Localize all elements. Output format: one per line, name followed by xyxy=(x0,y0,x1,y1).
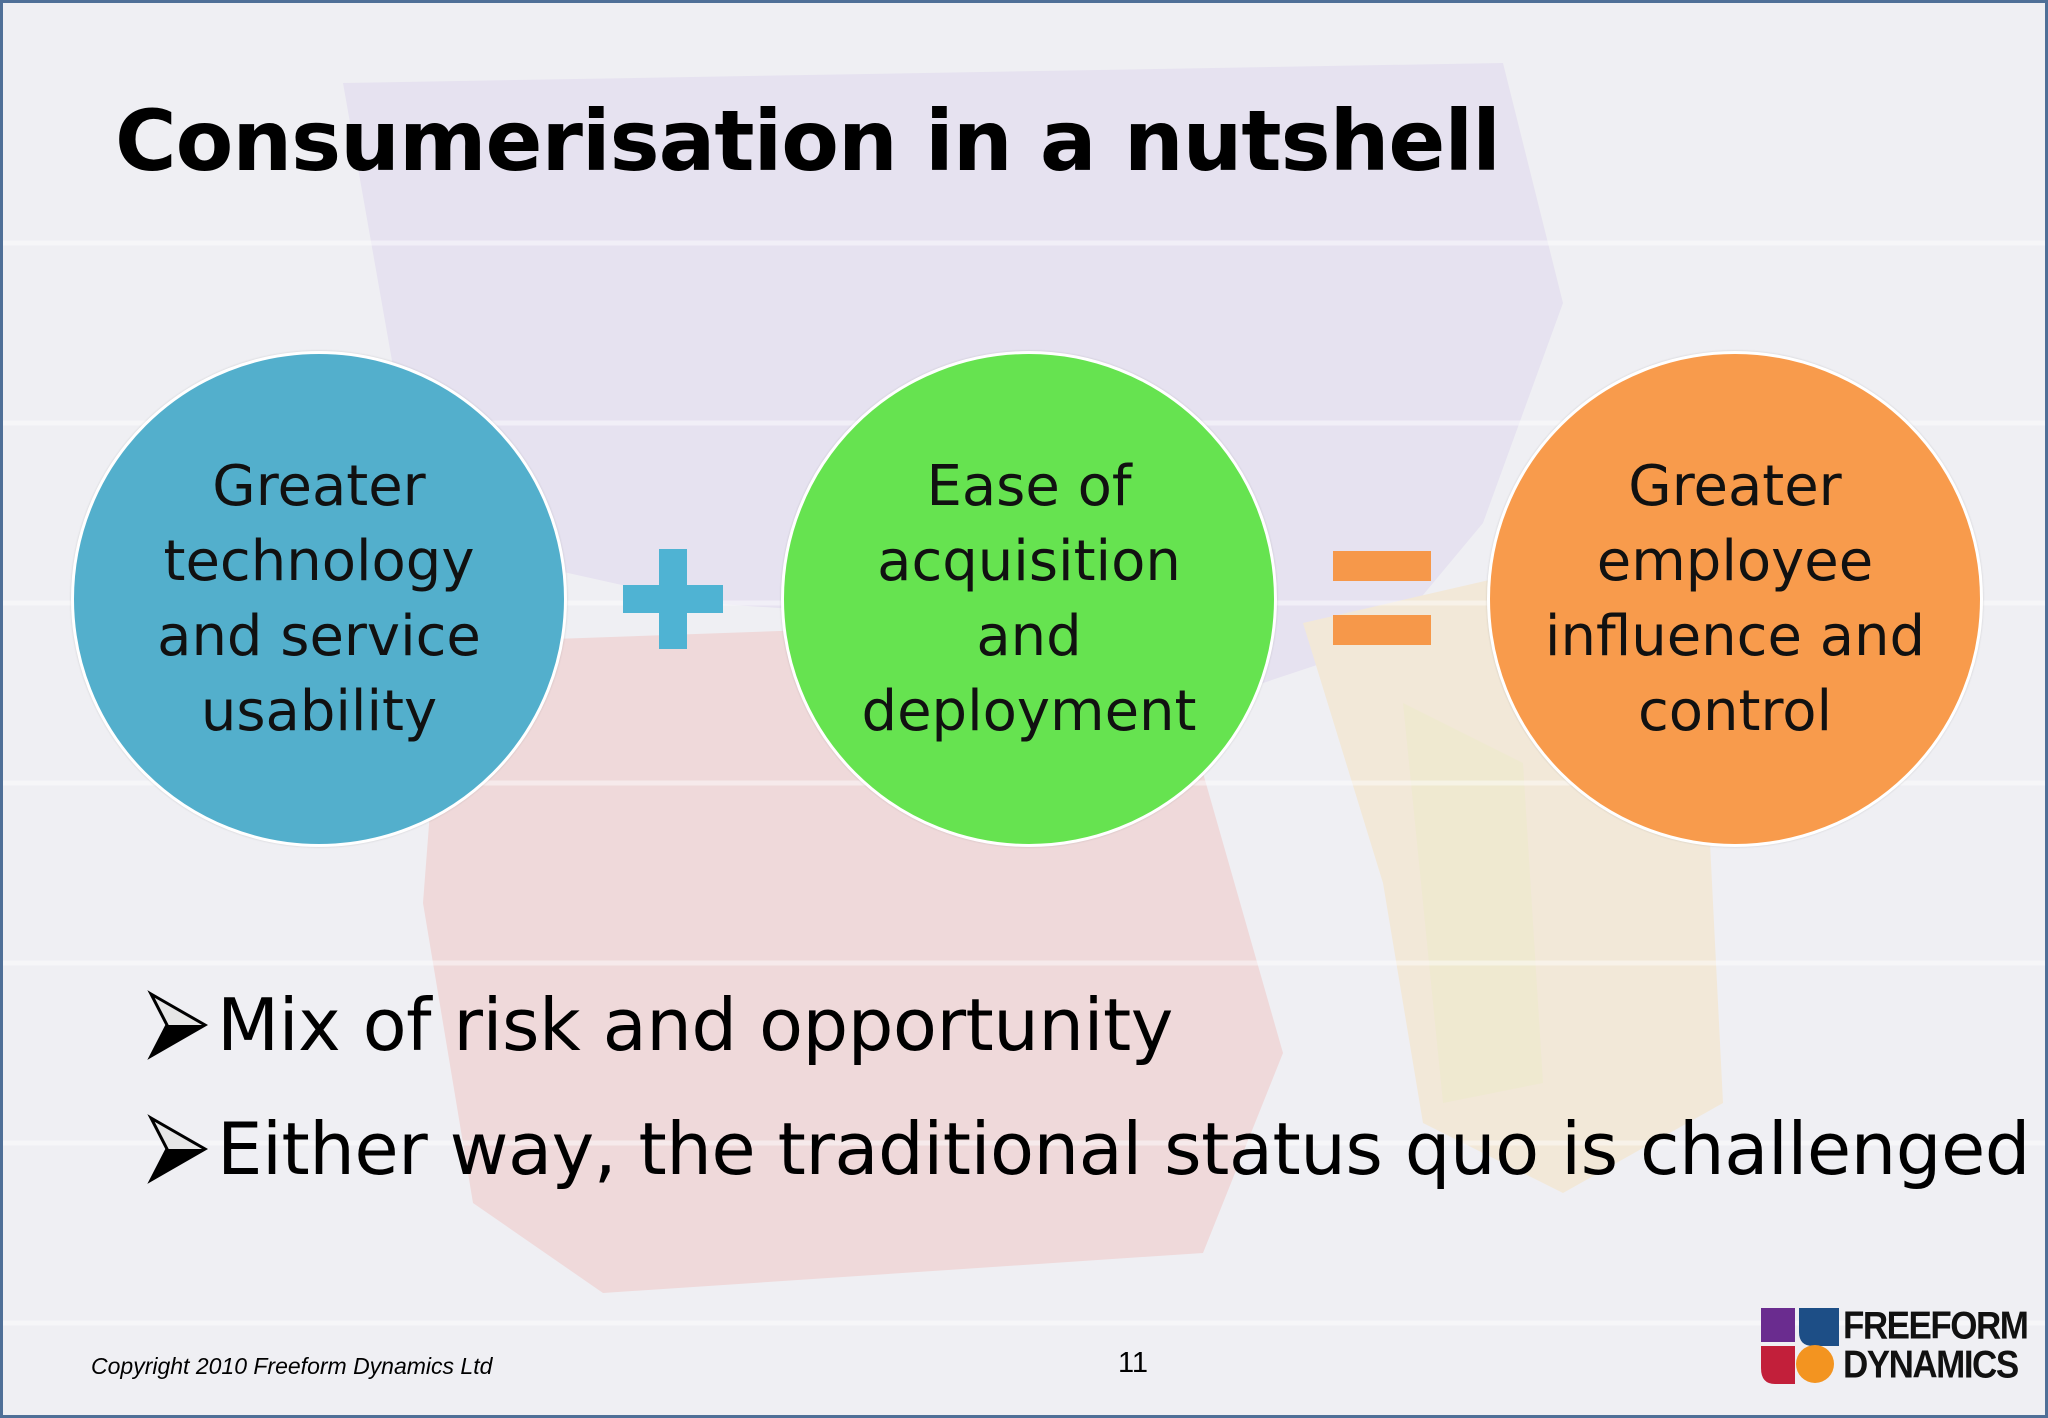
circle-ease-of-acquisition: Ease of acquisition and deployment xyxy=(781,351,1277,847)
bullet-item: Either way, the traditional status quo i… xyxy=(147,1087,2030,1211)
copyright-text: Copyright 2010 Freeform Dynamics Ltd xyxy=(91,1353,493,1379)
bullet-item: Mix of risk and opportunity xyxy=(147,963,2030,1087)
logo-wordmark: FREEFORM DYNAMICS xyxy=(1843,1303,2029,1387)
bullet-text: Mix of risk and opportunity xyxy=(217,983,1173,1067)
page-number: 11 xyxy=(1117,1347,1149,1379)
circle-label: Greater technology and service usability xyxy=(157,454,481,744)
circle-employee-influence: Greater employee influence and control xyxy=(1487,351,1983,847)
plus-icon xyxy=(623,549,723,649)
logo-line-2: DYNAMICS xyxy=(1843,1342,2019,1387)
arrow-bullet-icon xyxy=(147,1114,209,1184)
freeform-dynamics-logo: FREEFORM DYNAMICS xyxy=(1761,1305,2029,1385)
circle-technology-usability: Greater technology and service usability xyxy=(71,351,567,847)
circle-label: Ease of acquisition and deployment xyxy=(861,454,1197,744)
slide-title: Consumerisation in a nutshell xyxy=(115,92,1501,190)
equals-icon xyxy=(1333,551,1431,645)
bullet-text: Either way, the traditional status quo i… xyxy=(217,1107,2030,1191)
logo-line-1: FREEFORM xyxy=(1843,1303,2029,1348)
logo-mark-icon xyxy=(1761,1308,1839,1384)
bullet-list: Mix of risk and opportunity Either way, … xyxy=(147,963,2030,1211)
circle-label: Greater employee influence and control xyxy=(1544,454,1926,744)
arrow-bullet-icon xyxy=(147,990,209,1060)
